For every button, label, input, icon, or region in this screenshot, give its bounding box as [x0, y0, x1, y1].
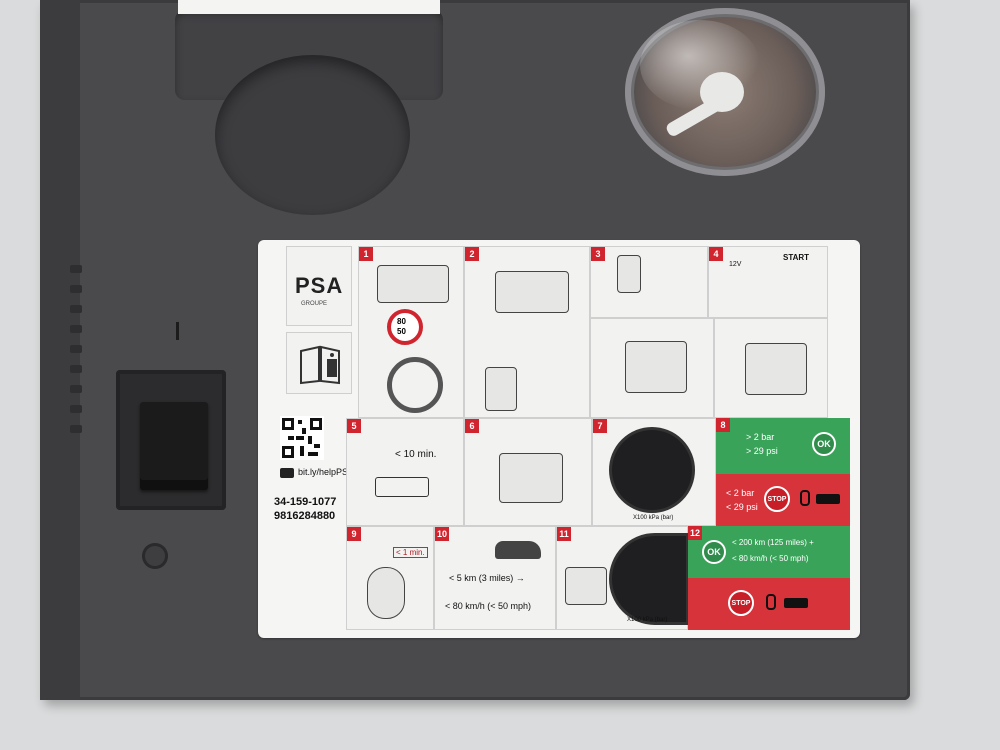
ok-icon: OK [702, 540, 726, 564]
switch-on-mark [176, 322, 179, 340]
step-10-cell: 10 < 5 km (3 miles) → < 80 km/h (< 50 mp… [434, 526, 556, 630]
step-number: 10 [435, 527, 449, 541]
step-3-cell: 3 [590, 246, 708, 318]
step-number: 1 [359, 247, 373, 261]
vent-slot [70, 345, 82, 353]
gauge-unit: X100 kPa (bar) [633, 515, 674, 521]
pressure-low-psi: < 29 psi [726, 502, 758, 512]
phone-icon [766, 594, 776, 610]
steering-wheel-icon [387, 357, 443, 413]
wait-time: < 1 min. [393, 547, 428, 558]
step-number: 8 [716, 418, 730, 432]
speed-limit: < 80 km/h (< 50 mph) [445, 601, 532, 611]
gauge-hub [700, 72, 744, 112]
compressor-illustration [495, 271, 569, 313]
step-12-stop-panel: STOP [688, 578, 850, 630]
step-number: 7 [593, 419, 607, 433]
ok-icon: OK [812, 432, 836, 456]
help-link[interactable]: bit.ly/helpPSA [298, 467, 355, 477]
step-3-detail-cell [590, 318, 714, 418]
indicator-led [142, 543, 168, 569]
step-8-stop-panel: < 2 bar < 29 psi STOP [716, 474, 850, 526]
switch-icon [375, 477, 429, 497]
step-5-cell: 5 < 10 min. [346, 418, 464, 526]
distance-limit: < 5 km (3 miles) → [449, 573, 525, 583]
step-11-cell: 11 X100 kPa (bar) [556, 526, 689, 630]
vent-slot [70, 305, 82, 313]
instruction-label: PSA GROUPE bit.ly/helpPSA 34-159-1077 98… [258, 240, 860, 638]
pressure-low-bar: < 2 bar [726, 488, 755, 498]
step-9-cell: 9 < 1 min. [346, 526, 434, 630]
final-distance: < 200 km (125 miles) + [732, 538, 814, 547]
voltage-label: 12V [729, 261, 742, 268]
vent-slot [70, 425, 82, 433]
hose-recess-well [215, 55, 410, 215]
pressure-gauge-icon [609, 427, 695, 513]
brand-subtext: GROUPE [301, 301, 328, 307]
speed-sign-icon: 80 50 [387, 309, 423, 345]
vent-slot [70, 285, 82, 293]
manual-info-cell [286, 332, 352, 394]
step-number: 12 [688, 526, 702, 540]
step-4-cell: 4 12V START [708, 246, 828, 318]
pressure-gauge-icon [609, 533, 689, 625]
compressor-on-tire-illustration [745, 343, 807, 395]
tow-truck-icon [816, 494, 840, 504]
step-12-ok-panel: 12 OK < 200 km (125 miles) + < 80 km/h (… [688, 526, 850, 578]
compressor-on-tire-illustration [625, 341, 687, 393]
book-info-icon [300, 345, 340, 385]
step-6-cell: 6 [464, 418, 592, 526]
pressure-ok-bar: > 2 bar [746, 432, 775, 442]
part-number-2: 9816284880 [274, 510, 336, 522]
stop-icon: STOP [728, 590, 754, 616]
compressor-illustration [499, 453, 563, 503]
final-speed: < 80 km/h (< 50 mph) [732, 554, 809, 563]
part-number-1: 34-159-1077 [274, 496, 337, 508]
sealant-bottle-illustration [485, 367, 517, 411]
step-7-cell: 7 X100 kPa (bar) [592, 418, 716, 526]
brand-text: PSA [295, 273, 344, 298]
bottle-illustration [617, 255, 641, 293]
youtube-icon [280, 468, 294, 478]
phone-icon [800, 490, 810, 506]
step-1-cell: 1 80 50 [358, 246, 464, 418]
psa-logo: PSA GROUPE [286, 246, 352, 326]
valve-illustration [367, 567, 405, 619]
step-number: 11 [557, 527, 571, 541]
step-8-ok-panel: 8 > 2 bar > 29 psi OK [716, 418, 850, 474]
step-number: 5 [347, 419, 361, 433]
kit-illustration [377, 265, 449, 303]
stop-icon: STOP [764, 486, 790, 512]
qr-code-icon [280, 416, 324, 460]
car-icon [495, 541, 541, 559]
step-number: 2 [465, 247, 479, 261]
vent-slot [70, 325, 82, 333]
vent-slot [70, 265, 82, 273]
time-limit: < 10 min. [395, 449, 437, 460]
step-number: 4 [709, 247, 723, 261]
step-2-cell: 2 [464, 246, 590, 418]
vent-slot [70, 405, 82, 413]
pressure-ok-psi: > 29 psi [746, 446, 778, 456]
gauge-unit: X100 kPa (bar) [627, 617, 668, 623]
step-number: 6 [465, 419, 479, 433]
paper-strip [178, 0, 440, 14]
start-label: START [783, 253, 810, 262]
step-number: 3 [591, 247, 605, 261]
power-switch[interactable] [140, 402, 208, 490]
compressor-illustration [565, 567, 607, 605]
vent-slot [70, 365, 82, 373]
step-4-detail-cell [714, 318, 828, 418]
tow-truck-icon [784, 598, 808, 608]
vent-slot [70, 385, 82, 393]
step-number: 9 [347, 527, 361, 541]
